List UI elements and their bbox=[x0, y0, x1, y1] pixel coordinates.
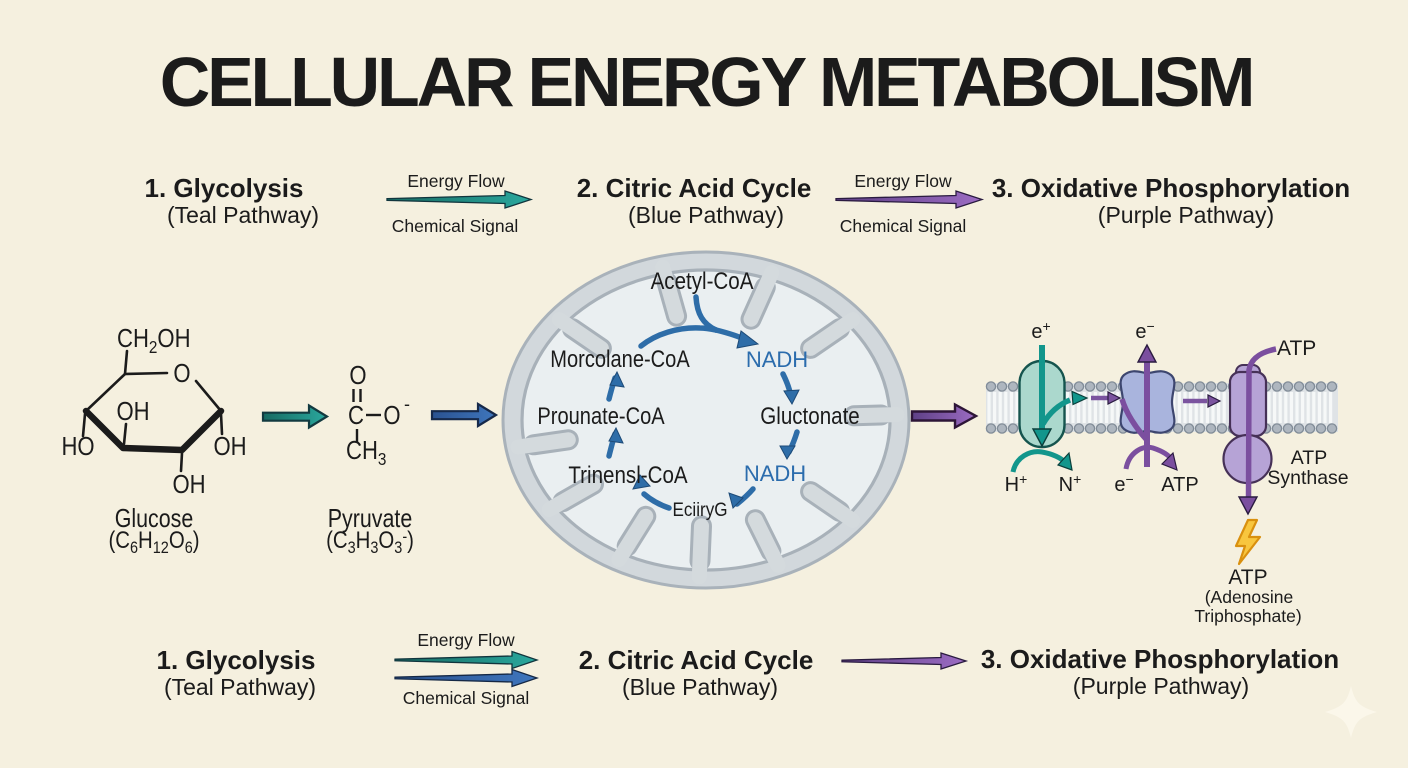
svg-text:CH2OH: CH2OH bbox=[117, 324, 191, 357]
svg-text:OH: OH bbox=[116, 397, 149, 426]
svg-text:Pyruvate: Pyruvate bbox=[328, 504, 412, 532]
svg-text:OH: OH bbox=[172, 470, 205, 499]
svg-text:NADH: NADH bbox=[746, 347, 808, 372]
svg-text:(Teal Pathway): (Teal Pathway) bbox=[167, 202, 319, 228]
svg-text:Chemical Signal: Chemical Signal bbox=[392, 216, 518, 236]
svg-text:HO: HO bbox=[61, 432, 94, 461]
svg-text:EciiryG: EciiryG bbox=[672, 499, 727, 520]
svg-text:(Purple Pathway): (Purple Pathway) bbox=[1098, 202, 1274, 228]
svg-text:Chemical Signal: Chemical Signal bbox=[840, 216, 966, 236]
svg-text:1. Glycolysis: 1. Glycolysis bbox=[145, 173, 304, 203]
svg-text:ATP: ATP bbox=[1228, 566, 1267, 589]
svg-text:Energy Flow: Energy Flow bbox=[407, 171, 505, 191]
svg-text:ATP: ATP bbox=[1277, 337, 1316, 360]
svg-text:Trinensl-CoA: Trinensl-CoA bbox=[568, 461, 688, 488]
svg-text:(C3H3O3-): (C3H3O3-) bbox=[326, 526, 414, 557]
svg-text:CELLULAR ENERGY METABOLISM: CELLULAR ENERGY METABOLISM bbox=[160, 43, 1253, 121]
svg-text:Gluctonate: Gluctonate bbox=[760, 402, 859, 429]
svg-text:2. Citric Acid Cycle: 2. Citric Acid Cycle bbox=[577, 173, 812, 203]
svg-text:3. Oxidative Phosphorylation: 3. Oxidative Phosphorylation bbox=[981, 644, 1339, 674]
svg-text:O: O bbox=[383, 401, 400, 430]
svg-text:Glucose: Glucose bbox=[115, 504, 194, 532]
svg-text:Energy Flow: Energy Flow bbox=[417, 630, 515, 650]
svg-text:(Purple Pathway): (Purple Pathway) bbox=[1073, 673, 1249, 699]
svg-text:(Blue Pathway): (Blue Pathway) bbox=[628, 202, 784, 228]
svg-text:O: O bbox=[349, 361, 366, 390]
svg-text:Chemical Signal: Chemical Signal bbox=[403, 688, 529, 708]
svg-text:OH: OH bbox=[213, 432, 246, 461]
svg-text:O: O bbox=[173, 359, 190, 388]
svg-text:Triphosphate): Triphosphate) bbox=[1194, 606, 1301, 626]
svg-text:Synthase: Synthase bbox=[1267, 467, 1348, 489]
svg-text:(Blue Pathway): (Blue Pathway) bbox=[622, 674, 778, 700]
svg-text:Acetyl-CoA: Acetyl-CoA bbox=[651, 267, 755, 294]
svg-text:(Teal Pathway): (Teal Pathway) bbox=[164, 674, 316, 700]
svg-text:Prounate-CoA: Prounate-CoA bbox=[537, 402, 664, 429]
svg-text:Morcolane-CoA: Morcolane-CoA bbox=[550, 345, 690, 372]
svg-text:3. Oxidative Phosphorylation: 3. Oxidative Phosphorylation bbox=[992, 173, 1350, 203]
svg-text:NADH: NADH bbox=[744, 461, 806, 486]
svg-text:-: - bbox=[404, 394, 410, 414]
svg-text:(Adenosine: (Adenosine bbox=[1205, 587, 1294, 607]
svg-text:1. Glycolysis: 1. Glycolysis bbox=[157, 645, 316, 675]
svg-text:2. Citric Acid Cycle: 2. Citric Acid Cycle bbox=[579, 645, 814, 675]
svg-text:Energy Flow: Energy Flow bbox=[854, 171, 952, 191]
svg-text:ATP: ATP bbox=[1161, 474, 1198, 496]
svg-text:ATP: ATP bbox=[1291, 447, 1327, 469]
svg-text:C: C bbox=[348, 401, 364, 430]
